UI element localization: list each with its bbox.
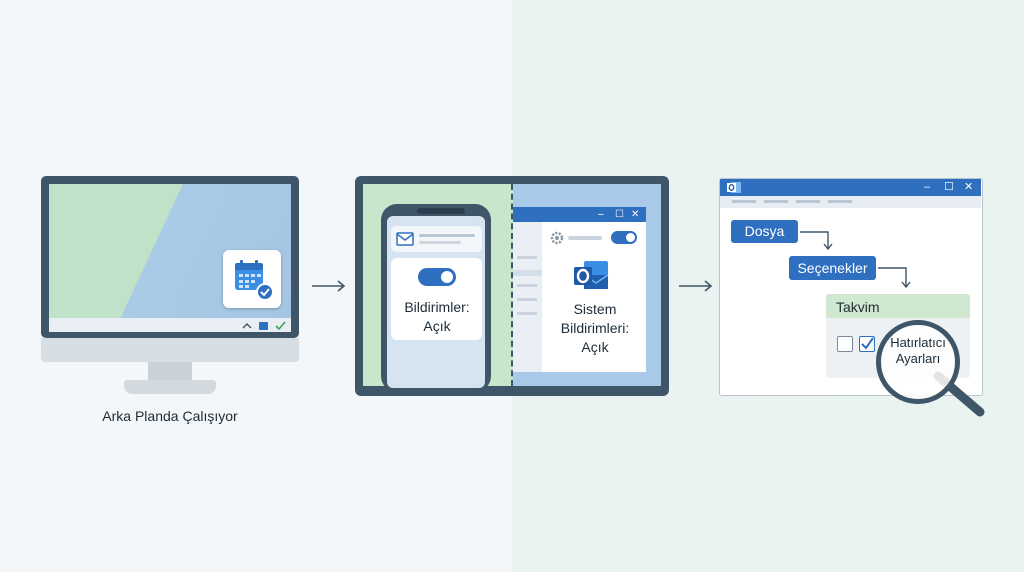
taskbar (49, 318, 291, 332)
system-notifications-label: Sistem Bildirimleri: Açık (560, 301, 630, 355)
calendar-section-title: Takvim (836, 299, 880, 315)
calendar-icon (235, 260, 263, 290)
split-divider (511, 184, 513, 386)
arrow-right-icon (312, 280, 346, 292)
check-badge-icon (256, 283, 274, 301)
close-button[interactable]: ✕ (631, 209, 640, 220)
gear-icon (550, 231, 564, 245)
reminder-checkbox[interactable] (859, 336, 875, 352)
outlook-app-icon (727, 182, 741, 193)
unchecked-checkbox[interactable] (837, 336, 853, 352)
settings-toggle-row (550, 231, 602, 245)
monitor-base (124, 380, 216, 394)
flow-arrow-icon (800, 231, 833, 251)
maximize-button[interactable]: ☐ (944, 181, 954, 193)
tray-chevron-icon (242, 323, 252, 329)
phone-notifications-toggle[interactable] (418, 268, 456, 286)
outlook-titlebar: – ☐ ✕ (720, 179, 981, 196)
tray-check-icon (275, 321, 286, 331)
monitor-stand (148, 362, 192, 382)
step1-caption: Arka Planda Çalışıyor (102, 408, 238, 424)
minimize-button[interactable]: – (598, 209, 604, 220)
reminder-settings-highlight: Hatırlatıcı Ayarları (890, 335, 946, 366)
checkmark-icon (861, 337, 874, 350)
file-menu-button[interactable]: Dosya (731, 220, 798, 243)
close-button[interactable]: ✕ (964, 181, 974, 193)
background-notification-toast[interactable] (223, 250, 281, 308)
minimize-button[interactable]: – (924, 181, 931, 193)
monitor-chin (41, 338, 299, 362)
settings-window-titlebar: – ☐ ✕ (513, 207, 646, 222)
tray-calendar-icon (259, 322, 268, 330)
system-notifications-toggle[interactable] (611, 231, 637, 244)
mail-notification-row (391, 226, 482, 252)
phone-notifications-label: Bildirimler: Açık (404, 299, 470, 334)
outlook-ribbon (720, 196, 981, 208)
options-menu-button[interactable]: Seçenekler (789, 256, 876, 280)
magnifier-icon (876, 320, 960, 404)
maximize-button[interactable]: ☐ (615, 209, 624, 220)
calendar-panel-header (826, 294, 970, 318)
mail-icon (396, 232, 414, 246)
arrow-right-icon (679, 280, 713, 292)
phone-notch (417, 208, 465, 214)
flow-arrow-icon (878, 267, 911, 289)
settings-window-sidebar (513, 222, 542, 372)
outlook-icon (574, 261, 609, 289)
